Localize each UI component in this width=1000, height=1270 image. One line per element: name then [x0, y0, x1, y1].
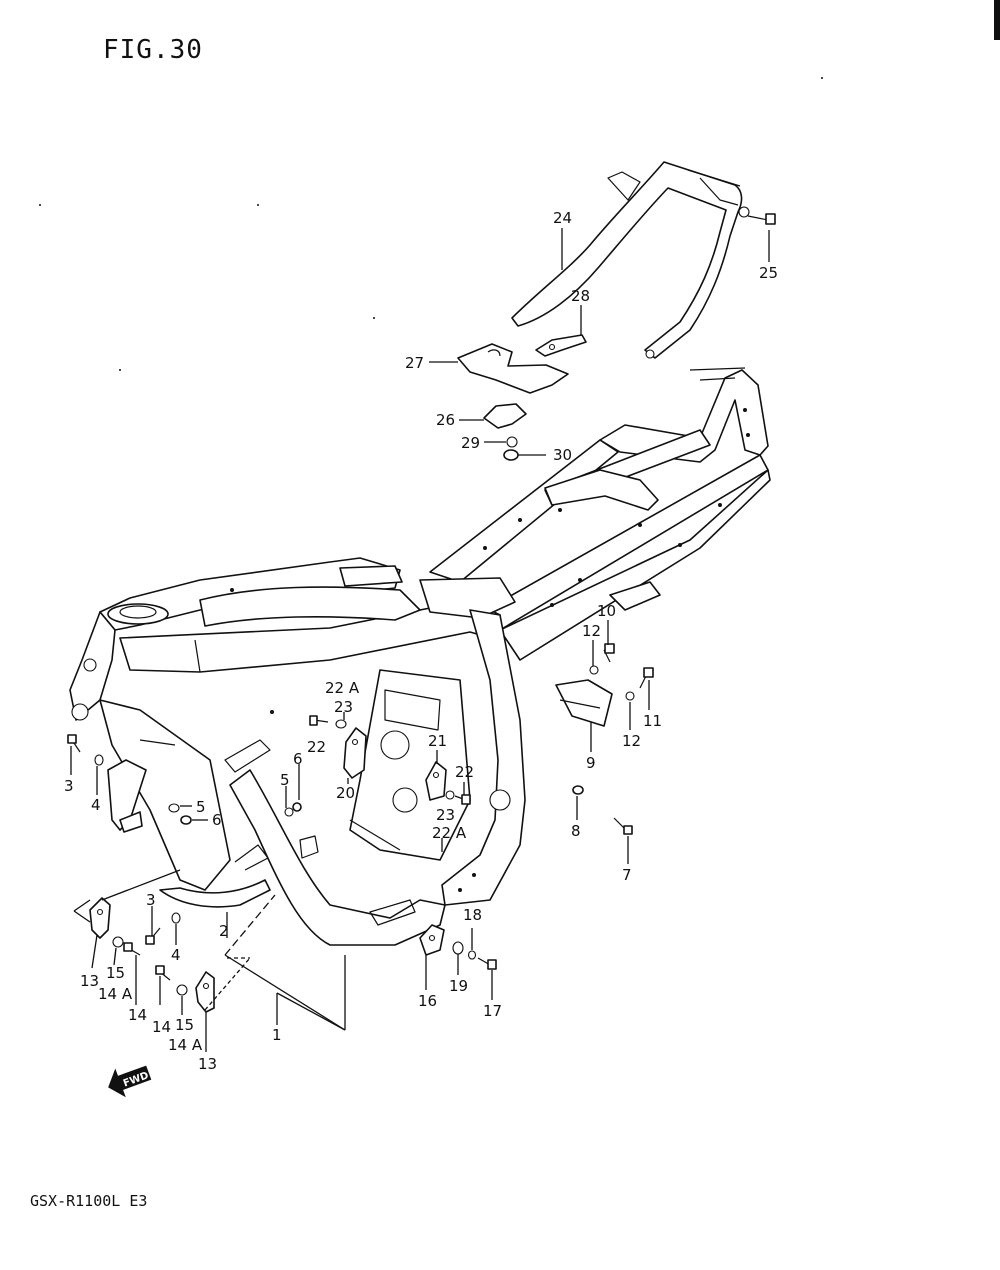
part-washer-23-right — [445, 790, 455, 800]
callout-30: 30 — [553, 446, 572, 464]
part-left-bracket — [107, 759, 147, 833]
callout-1: 1 — [272, 1026, 282, 1044]
part-bolt-10 — [603, 643, 615, 663]
part-bolt-11 — [639, 667, 654, 689]
callout-labels: 24 25 28 27 26 29 30 10 12 11 12 9 8 7 2… — [64, 209, 778, 1073]
part-grab-rail — [511, 161, 750, 359]
callout-12-upper: 12 — [582, 622, 601, 640]
part-bracket-21 — [425, 761, 447, 801]
callout-14A-right: 14 A — [168, 1036, 203, 1054]
part-washer-12-a — [589, 665, 599, 675]
callout-13-right: 13 — [198, 1055, 217, 1073]
part-nut-6-left — [180, 815, 192, 825]
scan-specks — [39, 77, 823, 371]
callout-15-right: 15 — [175, 1016, 194, 1034]
part-bracket-13-left — [89, 897, 111, 939]
callout-24: 24 — [553, 209, 572, 227]
frame-side-lower-2 — [159, 879, 271, 908]
callout-9: 9 — [586, 754, 596, 772]
callout-4-lower: 4 — [171, 946, 181, 964]
model-code: GSX-R1100L E3 — [30, 1192, 147, 1210]
part-collar-5-left — [168, 803, 180, 813]
part-bolt-22-left — [309, 715, 329, 726]
callout-28: 28 — [571, 287, 590, 305]
callout-25: 25 — [759, 264, 778, 282]
callout-19: 19 — [449, 977, 468, 995]
fwd-arrow-icon: FWD — [108, 1065, 152, 1098]
callout-22A-upper: 22 A — [325, 679, 360, 697]
part-bracket-16 — [419, 924, 445, 956]
part-bolt-25 — [747, 213, 776, 225]
part-bolt-17 — [477, 957, 497, 970]
part-bolt-3-upper — [67, 734, 81, 753]
part-washer-15-right — [176, 984, 188, 996]
callout-23-lower: 23 — [436, 806, 455, 824]
part-bracket-9 — [555, 679, 613, 727]
callout-4-upper: 4 — [91, 796, 101, 814]
callout-21: 21 — [428, 732, 447, 750]
part-washer-18 — [467, 950, 477, 960]
part-tray-27 — [457, 343, 569, 394]
callout-3-lower: 3 — [146, 891, 156, 909]
callout-6-left: 6 — [212, 811, 222, 829]
callout-14A-left: 14 A — [98, 985, 133, 1003]
part-bracket-13-right — [195, 971, 215, 1013]
part-bracket-20 — [343, 727, 367, 779]
callout-6-right: 6 — [293, 750, 303, 768]
callout-17: 17 — [483, 1002, 502, 1020]
callout-2: 2 — [219, 922, 229, 940]
callout-20: 20 — [336, 784, 355, 802]
part-bolt-22-right — [454, 794, 471, 805]
callout-13-left: 13 — [80, 972, 99, 990]
callout-5-right: 5 — [280, 771, 290, 789]
callout-3-upper: 3 — [64, 777, 74, 795]
part-bolt-14-right — [155, 965, 171, 981]
part-nut-8 — [572, 785, 584, 795]
callout-12-lower: 12 — [622, 732, 641, 750]
callout-18: 18 — [463, 906, 482, 924]
callout-5-left: 5 — [196, 798, 206, 816]
callout-29: 29 — [461, 434, 480, 452]
part-collar-5-right — [284, 807, 294, 817]
leader-lines — [70, 228, 770, 1052]
callout-22-left: 22 — [307, 738, 326, 756]
scan-edge-mark — [994, 0, 1000, 40]
callout-22-right: 22 — [455, 763, 474, 781]
part-bolt-3-lower — [145, 927, 161, 945]
callout-22A-lower: 22 A — [432, 824, 467, 842]
callout-27: 27 — [405, 354, 424, 372]
callout-23-upper: 23 — [334, 698, 353, 716]
part-washer-4-lower — [171, 912, 181, 924]
callout-14-left: 14 — [128, 1006, 147, 1024]
callout-14-right: 14 — [152, 1018, 171, 1036]
part-nut-6-right — [292, 802, 302, 812]
part-bolt-14-left — [123, 942, 141, 956]
part-washer-29 — [506, 436, 518, 448]
part-bracket-26 — [483, 403, 527, 429]
part-washer-12-b — [625, 691, 635, 701]
callout-10: 10 — [597, 602, 616, 620]
callout-8: 8 — [571, 822, 581, 840]
part-main-frame — [69, 367, 771, 946]
part-bolt-7 — [613, 817, 633, 835]
part-nut-30 — [503, 449, 519, 461]
callout-11: 11 — [643, 712, 662, 730]
part-washer-15-left — [112, 936, 124, 948]
figure-title: FIG.30 — [103, 35, 203, 65]
callout-16: 16 — [418, 992, 437, 1010]
part-bracket-28 — [535, 334, 587, 357]
part-washer-23-left — [335, 719, 347, 729]
callout-15-left: 15 — [106, 964, 125, 982]
part-washer-19 — [452, 941, 464, 955]
part-washer-4-upper — [94, 754, 104, 766]
callout-7: 7 — [622, 866, 632, 884]
callout-26: 26 — [436, 411, 455, 429]
